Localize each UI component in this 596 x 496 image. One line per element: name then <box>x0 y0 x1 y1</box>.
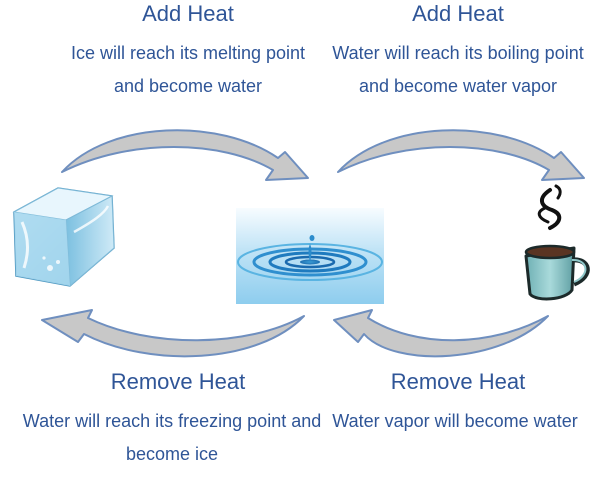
remove-heat-heading-freezing: Remove Heat <box>110 369 246 394</box>
arrow-add-heat-boiling <box>337 129 585 181</box>
arrow-add-heat-melting <box>61 129 309 181</box>
melting-description: Ice will reach its melting point and bec… <box>70 43 306 96</box>
arrow-remove-heat-freezing <box>41 309 305 358</box>
steaming-mug-image <box>524 184 590 301</box>
remove-heat-heading-condensing: Remove Heat <box>390 369 526 394</box>
add-heat-heading-boiling: Add Heat <box>412 1 504 26</box>
condensing-description: Water vapor will become water <box>332 411 578 431</box>
arrow-remove-heat-condensing <box>333 309 549 358</box>
boiling-description: Water will reach its boiling point and b… <box>332 43 584 96</box>
add-heat-heading-melting: Add Heat <box>142 1 234 26</box>
water-ripple-image <box>236 208 384 304</box>
freezing-description: Water will reach its freezing point and … <box>22 411 322 464</box>
ice-cube-image <box>12 187 115 288</box>
